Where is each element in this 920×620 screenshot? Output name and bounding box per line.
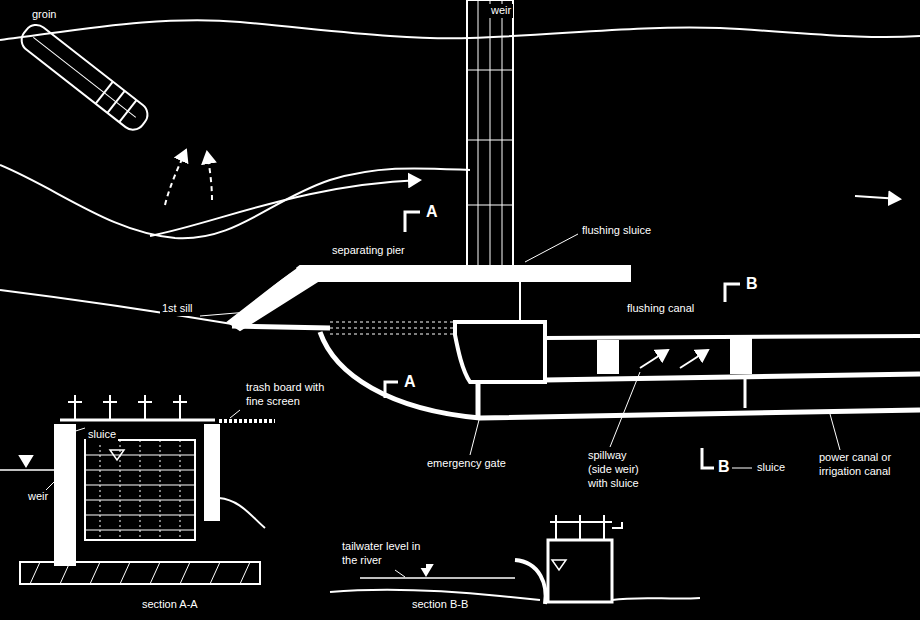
riprap (597, 340, 619, 374)
emergency-gate (476, 382, 481, 416)
section-marker (702, 448, 714, 468)
part-label: trash board with fine screen (244, 381, 343, 409)
flow-arrow (640, 350, 668, 368)
canal-wall (545, 374, 920, 380)
part-label: flushing sluice (580, 224, 653, 238)
river-bank (0, 20, 920, 40)
flow-arrow (207, 152, 212, 200)
leader-line (610, 372, 640, 447)
section-marker-label: B (716, 459, 732, 475)
part-label: sluice (86, 428, 118, 442)
part-label: 1st sill (160, 302, 195, 316)
leader-line (470, 420, 479, 455)
part-label: weir (489, 4, 513, 18)
section-marker-label: B (744, 276, 760, 292)
canal-wall (320, 332, 920, 418)
section-marker (725, 284, 740, 302)
part-label: emergency gate (425, 457, 508, 471)
part-label: tailwater level in the river (340, 540, 426, 568)
part-label: power canal or irrigation canal (817, 451, 916, 479)
canal-wall (455, 322, 545, 382)
section-marker (385, 382, 398, 398)
part-label: flushing canal (625, 302, 696, 316)
leader-line (730, 468, 752, 469)
leader-line (200, 312, 248, 316)
part-label: section B-B (410, 598, 470, 612)
groin-symbol (17, 20, 152, 134)
riprap (730, 338, 752, 374)
section-marker-label: A (402, 374, 418, 390)
sill (234, 268, 296, 312)
section-a-drawing (0, 395, 275, 584)
canal-wall (545, 336, 920, 338)
flushing-gate (519, 282, 521, 322)
intake-wall (232, 326, 330, 328)
flow-arrow (150, 180, 420, 236)
part-label: weir (26, 490, 50, 504)
separating-pier (228, 266, 630, 330)
river-bank (0, 290, 232, 324)
part-label: section A-A (140, 598, 200, 612)
part-label: spillway (side weir) with sluice (586, 449, 652, 490)
section-marker-label: A (424, 204, 440, 220)
fine-screen (330, 322, 455, 334)
sluice-gate (744, 376, 747, 408)
leader-line (525, 234, 578, 262)
flow-arrow (855, 196, 900, 199)
part-label: separating pier (330, 244, 407, 258)
leader-line (830, 414, 840, 450)
flow-arrow (680, 350, 708, 368)
weir-structure (467, 0, 513, 266)
part-label: sluice (755, 461, 787, 475)
part-label: groin (30, 8, 58, 22)
flow-arrow (165, 150, 186, 205)
section-b-drawing (330, 515, 700, 604)
section-marker (405, 212, 420, 232)
river-bank (0, 165, 470, 238)
